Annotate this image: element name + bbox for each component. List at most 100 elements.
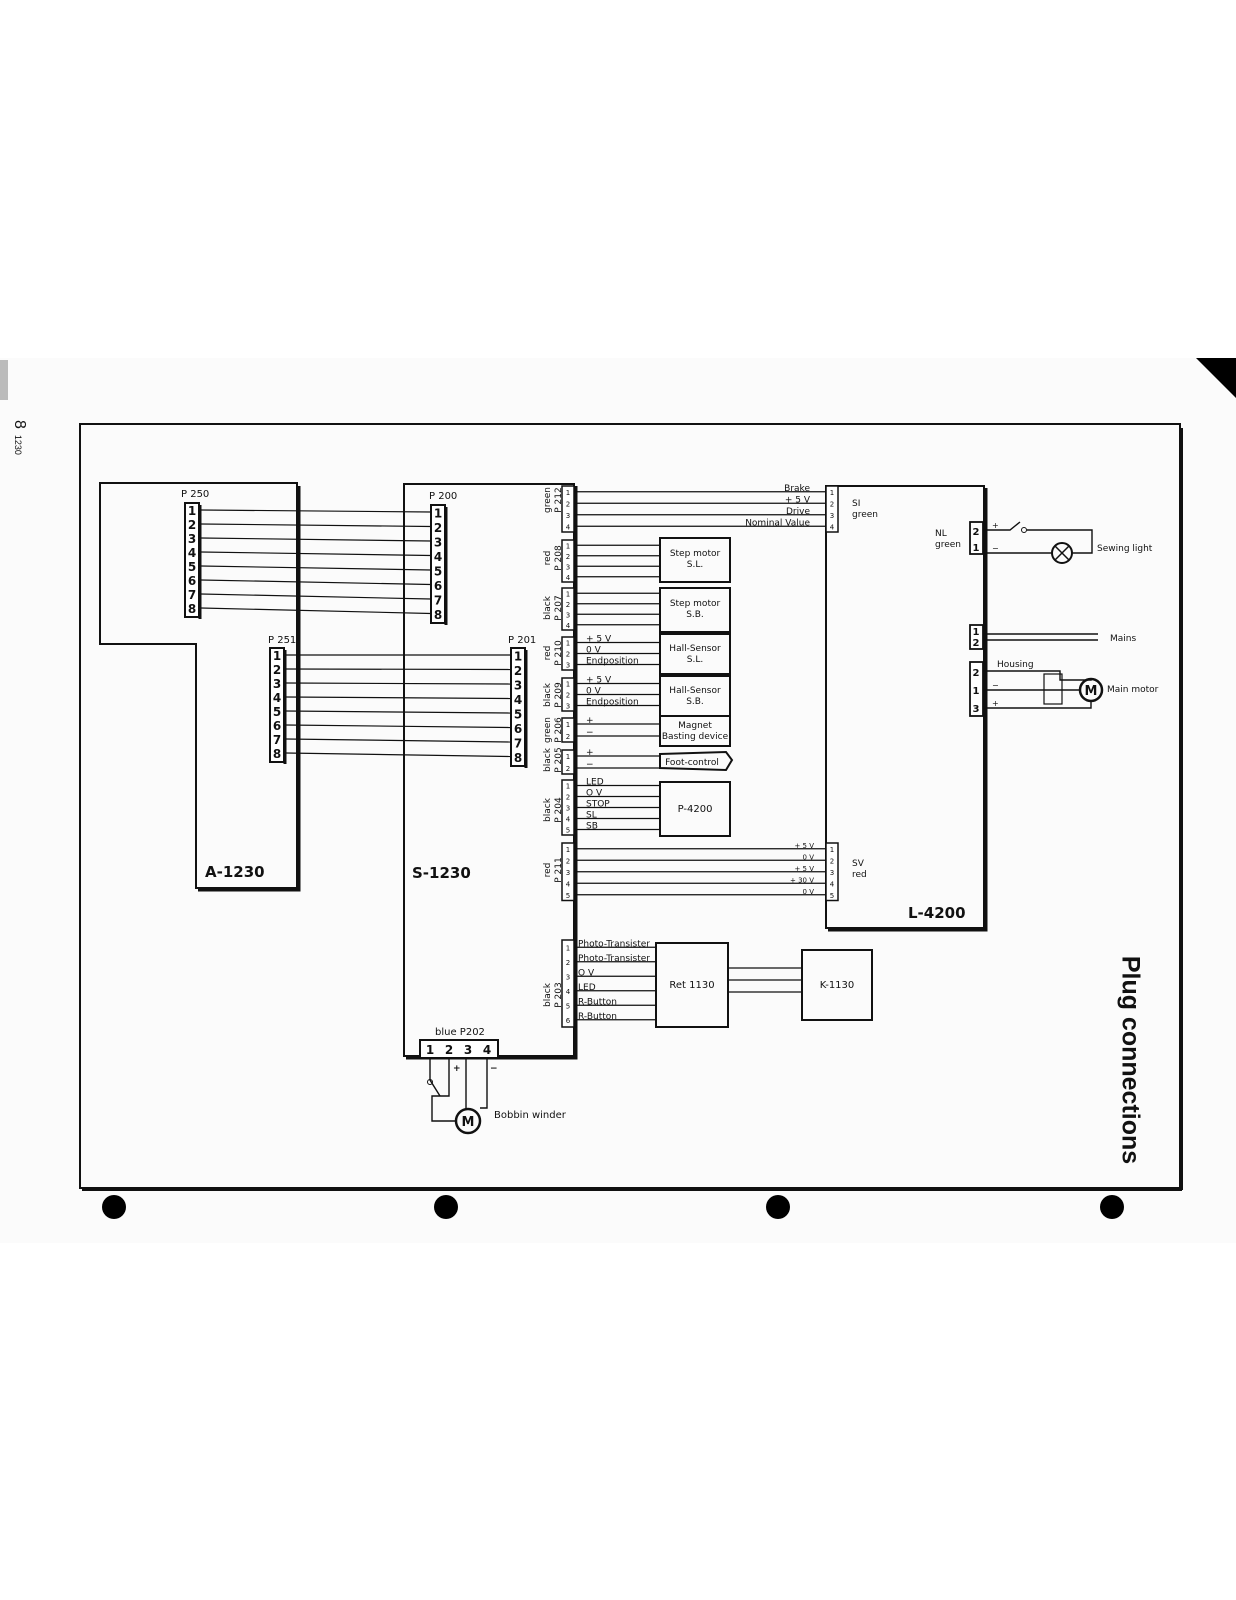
ribbon-wire-a-s bbox=[200, 607, 432, 615]
p203-signal-label: R-Button bbox=[578, 1012, 617, 1022]
ribbon-wire-a-s bbox=[285, 696, 512, 700]
p207-pin-number: 2 bbox=[566, 601, 570, 609]
p203-signal-label: R-Button bbox=[578, 997, 617, 1007]
p202-pin-number: 1 bbox=[426, 1043, 434, 1057]
p212-signal-label: Drive bbox=[786, 507, 810, 517]
p204-signal-label: SB bbox=[586, 822, 598, 832]
ribbon-wire-a-s bbox=[200, 593, 432, 600]
foot-control-label: Foot-control bbox=[665, 758, 719, 768]
board-l-label: L-4200 bbox=[908, 904, 966, 922]
ribbon-cables bbox=[200, 509, 512, 758]
sl-pin-number: 2 bbox=[830, 500, 834, 508]
p211-signal-label: 0 V bbox=[803, 888, 815, 896]
p200-pin-number: 8 bbox=[434, 608, 442, 622]
motor-conn-body bbox=[969, 661, 984, 717]
p203-pin-number: 2 bbox=[566, 959, 570, 967]
main-motor-symbol: M bbox=[1085, 684, 1098, 699]
p200-pin-number: 6 bbox=[434, 579, 442, 593]
p211-pin-number: 1 bbox=[566, 846, 570, 854]
sv-body bbox=[825, 842, 839, 902]
main-motor-label: Main motor bbox=[1107, 685, 1159, 695]
p205-signal-label: + bbox=[586, 748, 594, 758]
svg-text:+: + bbox=[992, 521, 999, 530]
ret-1130-box bbox=[655, 942, 729, 1028]
p250-pin-number: 4 bbox=[188, 546, 196, 560]
connector-p209: 123 bbox=[561, 677, 575, 712]
p203-body bbox=[561, 939, 575, 1028]
p212-signal-label: Nominal Value bbox=[745, 518, 810, 528]
p209-pin-number: 3 bbox=[566, 703, 570, 711]
board-a-label: A-1230 bbox=[205, 863, 265, 881]
svg-text:−: − bbox=[992, 544, 999, 553]
hall-sensor-sl-box bbox=[659, 633, 731, 675]
board-l-4200 bbox=[825, 485, 985, 929]
nl-pin-number: 2 bbox=[973, 527, 980, 538]
p208-pin-number: 3 bbox=[566, 563, 570, 571]
k-1130-box bbox=[801, 949, 873, 1021]
p204-signal-label: LED bbox=[586, 778, 604, 788]
magnet-basting-box bbox=[659, 715, 731, 747]
bobbin-wiring: +− bbox=[427, 1058, 498, 1122]
p210-pin-number: 1 bbox=[566, 640, 570, 648]
scan-edge-shadow bbox=[0, 360, 8, 400]
motor-pin-number: 3 bbox=[973, 704, 980, 715]
connector-p205: 12 bbox=[561, 749, 575, 775]
p200-pin-number: 2 bbox=[434, 521, 442, 535]
p209-tag: blackP 209 bbox=[543, 682, 564, 708]
ribbon-wire-a-s bbox=[285, 668, 512, 671]
p201-pin-number: 5 bbox=[514, 708, 522, 722]
p201-pin-number: 3 bbox=[514, 679, 522, 693]
p204-signal-label: STOP bbox=[586, 800, 610, 810]
p201-pin-number: 2 bbox=[514, 664, 522, 678]
motor-wire bbox=[984, 701, 1092, 709]
p211-pin-number: 2 bbox=[566, 857, 570, 865]
foot-control-shape bbox=[659, 750, 734, 772]
p205-pin-number: 2 bbox=[566, 765, 570, 773]
p208-body bbox=[561, 539, 575, 583]
sv-pin-number: 2 bbox=[830, 857, 834, 865]
p209-body bbox=[561, 677, 575, 712]
p203-signal-label: Photo-Transister bbox=[578, 954, 650, 964]
p251-pin-number: 4 bbox=[273, 691, 281, 705]
sl-pin-number: 3 bbox=[830, 512, 834, 520]
p204-signal-label: SL bbox=[586, 811, 597, 821]
p212-pin-number: 1 bbox=[566, 489, 570, 497]
p204-pin-number: 4 bbox=[566, 816, 571, 824]
bobbin-switch bbox=[429, 1058, 441, 1097]
p209-signal-label: 0 V bbox=[586, 687, 602, 697]
mains-pin-number: 1 bbox=[973, 627, 980, 638]
bobbin-wire bbox=[431, 1058, 456, 1122]
motor-pin-number: 2 bbox=[973, 668, 980, 679]
p202-header bbox=[419, 1039, 499, 1059]
p203-signal-label: LED bbox=[578, 983, 596, 993]
p201-label: P 201 bbox=[508, 635, 536, 646]
p207-pin-number: 4 bbox=[566, 622, 571, 630]
sv-pin-number: 3 bbox=[830, 869, 834, 877]
p206-pin-number: 1 bbox=[566, 721, 570, 729]
step-motor-sl-box bbox=[659, 537, 731, 583]
mains-body bbox=[969, 624, 984, 650]
p211-signal-label: 0 V bbox=[803, 853, 815, 861]
ribbon-wire-a-s bbox=[200, 509, 432, 513]
p204-pin-number: 5 bbox=[566, 827, 570, 835]
p203-tag: blackP 203 bbox=[543, 982, 564, 1007]
p210-tag: redP 210 bbox=[543, 640, 564, 666]
p203-pin-number: 4 bbox=[566, 988, 571, 996]
sv-pin-number: 5 bbox=[830, 892, 834, 900]
p211-tag: redP 211 bbox=[543, 857, 564, 882]
p202-pin-number: 3 bbox=[464, 1043, 472, 1057]
k-1130-label: K-1130 bbox=[820, 980, 855, 991]
ribbon-wire-a-s bbox=[200, 523, 432, 528]
